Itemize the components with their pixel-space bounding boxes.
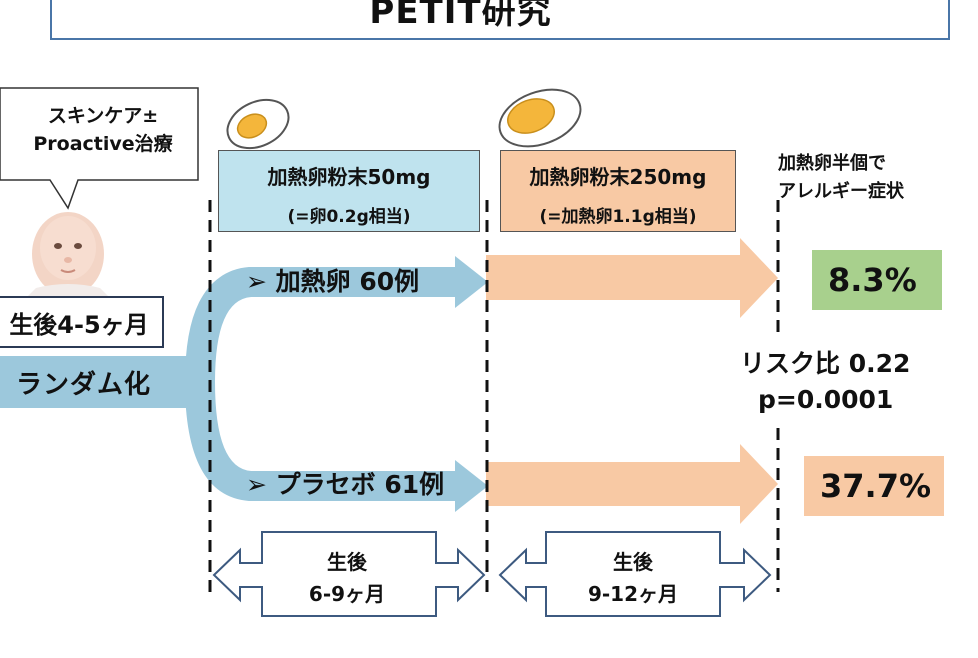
- result-placebo: 37.7%: [804, 456, 944, 516]
- phase2-dose: 加熱卵粉末250mg: [529, 165, 707, 189]
- bullet-marker: ➢: [246, 470, 267, 499]
- phase2-arrow-egg: [486, 238, 778, 318]
- speech-callout: [0, 87, 199, 210]
- risk-ratio: リスク比 0.22: [740, 349, 911, 378]
- diagram-graphics: [0, 87, 780, 617]
- randomize-label: ランダム化: [16, 369, 152, 400]
- phase2-dose-box: 加熱卵粉末250mg (=加熱卵1.1g相当): [500, 150, 736, 232]
- phase1-duration-line1: 生後: [327, 550, 367, 574]
- group-egg-text: 加熱卵 60例: [275, 267, 420, 296]
- phase2-duration-line1: 生後: [613, 550, 653, 574]
- phase1-dose-box: 加熱卵粉末50mg (=卵0.2g相当): [218, 150, 480, 232]
- group-egg-label: ➢ 加熱卵 60例: [246, 262, 419, 298]
- randomize-flow: [0, 256, 488, 512]
- callout-line2: Proactive治療: [33, 133, 173, 155]
- phase2-arrow-placebo: [486, 444, 778, 524]
- callout-line1: スキンケア±: [47, 105, 159, 127]
- group-placebo-text: プラセボ 61例: [275, 470, 445, 499]
- duration-arrow-1: [212, 531, 486, 617]
- outcome-header-line1: 加熱卵半個で: [778, 153, 886, 174]
- title-box: [50, 0, 950, 40]
- callout-text: スキンケア± Proactive治療: [10, 102, 196, 158]
- baby-image: [28, 212, 108, 296]
- phase1-duration-line2: 6-9ヶ月: [308, 582, 386, 606]
- result-egg: 8.3%: [812, 250, 942, 310]
- stats-block: リスク比 0.22 p=0.0001: [740, 346, 940, 418]
- egg-large-icon: [498, 88, 582, 148]
- outcome-header-line2: アレルギー症状: [778, 181, 904, 202]
- phase2-duration: 生後 9-12ヶ月: [548, 546, 718, 610]
- bullet-marker: ➢: [246, 267, 267, 296]
- page-title: PETIT研究: [369, 0, 552, 32]
- phase1-dose: 加熱卵粉末50mg: [267, 165, 431, 189]
- age-box: 生後4-5ヶ月: [0, 296, 164, 348]
- group-placebo-label: ➢ プラセボ 61例: [246, 465, 444, 501]
- phase1-equivalent: (=卵0.2g相当): [287, 207, 411, 227]
- outcome-header: 加熱卵半個で アレルギー症状: [778, 150, 978, 206]
- egg-small-icon: [226, 98, 290, 150]
- phase2-duration-line2: 9-12ヶ月: [587, 582, 679, 606]
- phase1-duration: 生後 6-9ヶ月: [262, 546, 432, 610]
- p-value: p=0.0001: [758, 385, 894, 414]
- timeline-dividers: [208, 200, 780, 592]
- duration-arrow-2: [498, 531, 772, 617]
- phase2-equivalent: (=加熱卵1.1g相当): [539, 207, 697, 227]
